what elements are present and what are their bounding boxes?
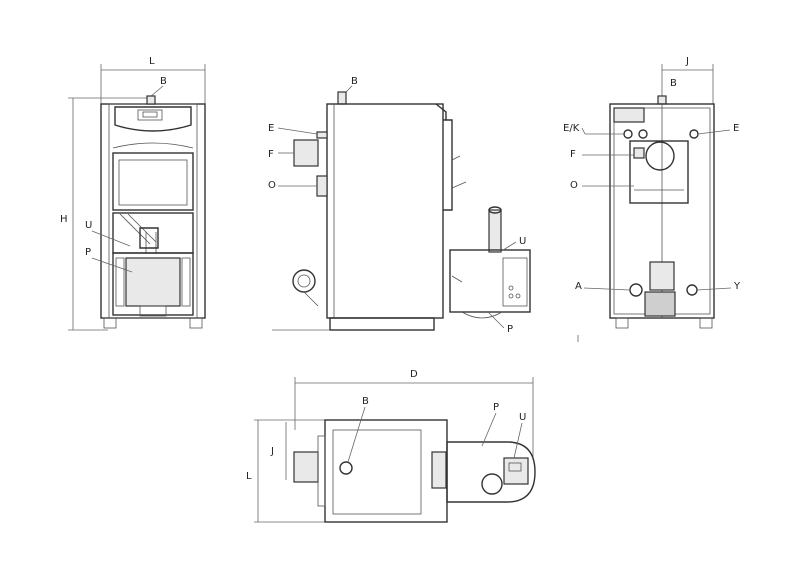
label-j-rear: J — [685, 56, 689, 67]
label-u-front: U — [85, 220, 92, 231]
feed-tube-rear — [649, 261, 675, 291]
connection-f-side — [293, 139, 319, 167]
upper-door — [112, 152, 194, 211]
top-view: D J L B P U — [246, 369, 536, 523]
flue-outlet-top — [339, 461, 353, 475]
door-handle-top — [431, 451, 447, 489]
burner-side-p — [449, 249, 531, 313]
label-j-top: J — [270, 446, 274, 457]
label-p-front: P — [85, 247, 91, 258]
flue-box-rear — [629, 140, 689, 204]
control-panel — [114, 106, 192, 132]
label-d: D — [410, 369, 418, 380]
connection-e-rear — [689, 129, 699, 139]
connection-ek-rear — [623, 129, 633, 139]
label-ek-rear: E/K — [563, 123, 580, 134]
label-p-top: P — [493, 402, 499, 413]
label-b-rear: B — [670, 78, 677, 89]
label-a-rear: A — [575, 281, 582, 292]
burner-controls — [502, 257, 528, 307]
base-side — [329, 317, 435, 331]
label-e-side: E — [268, 123, 274, 134]
rating-plate — [613, 107, 645, 123]
front-view: L H B U P — [60, 56, 206, 331]
burner-p-front — [125, 257, 181, 307]
display — [137, 109, 163, 121]
connection-block-top — [293, 451, 319, 483]
label-b-side: B — [351, 76, 358, 87]
label-b-front: B — [160, 76, 167, 87]
flue-outlet-side — [337, 91, 347, 105]
hopper-top — [481, 473, 503, 495]
label-e-rear: E — [733, 123, 739, 134]
top-body — [324, 419, 448, 523]
hopper-pipe — [488, 209, 502, 253]
connection-o-side — [316, 175, 328, 197]
fan-side — [292, 269, 316, 293]
side-body — [326, 103, 444, 319]
label-l-front: L — [149, 56, 155, 67]
label-h: H — [60, 214, 68, 225]
flue-opening-f — [645, 141, 675, 171]
burner-outlet-rear — [644, 291, 676, 317]
label-f-rear: F — [570, 149, 576, 160]
label-o-side: O — [268, 180, 276, 191]
label-b-top: B — [362, 396, 369, 407]
burner-top-p — [446, 441, 536, 503]
connection-a-rear — [629, 283, 643, 297]
label-l-top: L — [246, 471, 252, 482]
label-p-side: P — [507, 324, 513, 335]
rear-view: J B E/K F O E A Y — [563, 56, 741, 342]
flue-outlet-b — [146, 95, 156, 105]
label-o-rear: O — [570, 180, 578, 191]
label-f-side: F — [268, 149, 274, 160]
lower-door — [112, 252, 194, 316]
side-view: B E F O U P — [268, 76, 531, 335]
label-y-rear: Y — [733, 281, 741, 292]
connection-e-side — [316, 131, 328, 139]
label-u-top: U — [519, 412, 526, 423]
label-u-side: U — [519, 236, 526, 247]
connection-y-rear — [686, 284, 698, 296]
